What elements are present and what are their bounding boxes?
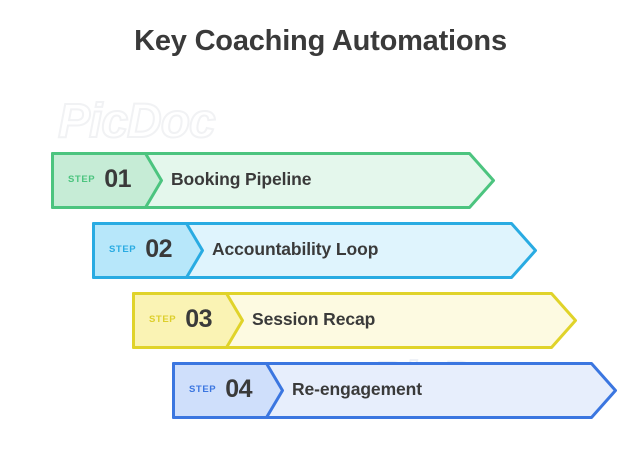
watermark-top-left: PicDoc <box>57 94 217 149</box>
page-title: Key Coaching Automations <box>134 25 507 57</box>
step-arrow-shape <box>172 362 617 419</box>
arrow-badge-region <box>51 152 163 209</box>
arrow-badge-region <box>172 362 284 419</box>
step-arrow-shape <box>51 152 495 209</box>
step-arrow-shape <box>92 222 537 279</box>
arrow-badge-region <box>92 222 204 279</box>
step-arrow-shape <box>132 292 577 349</box>
arrow-badge-region <box>132 292 244 349</box>
